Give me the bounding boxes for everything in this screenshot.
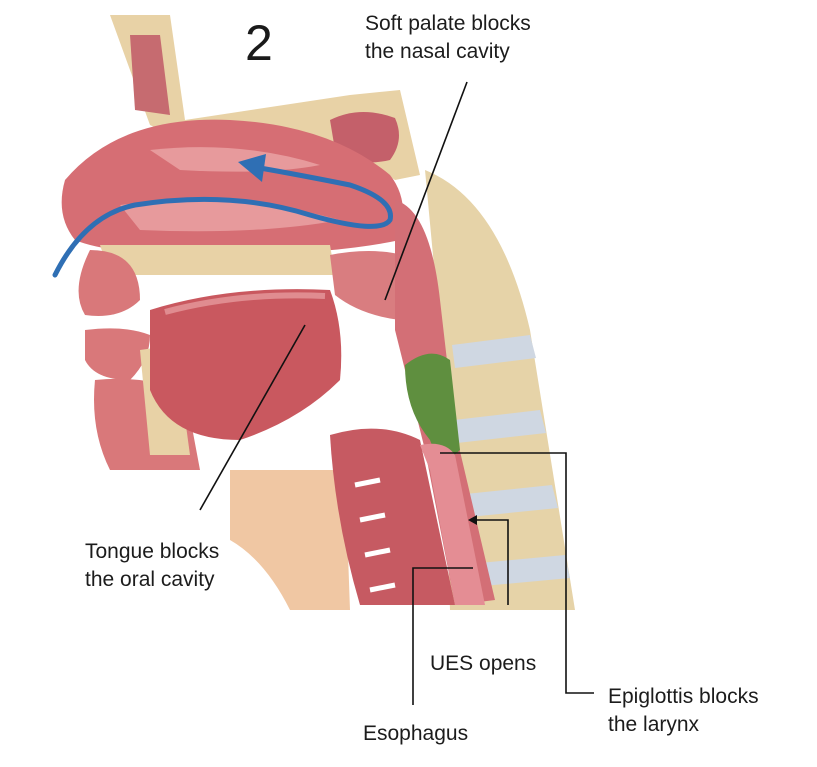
hard-palate bbox=[100, 245, 335, 275]
esophagus-label: Esophagus bbox=[363, 720, 468, 748]
lower-lip bbox=[85, 328, 150, 380]
ues-label-line-1: UES opens bbox=[430, 650, 536, 678]
epiglottis-label-line-1: Epiglottis blocks bbox=[608, 683, 759, 711]
tongue-label: Tongue blocks the oral cavity bbox=[85, 538, 219, 594]
esophagus-label-line-1: Esophagus bbox=[363, 720, 468, 748]
tongue bbox=[150, 289, 341, 440]
soft-palate-label: Soft palate blocks the nasal cavity bbox=[365, 10, 531, 66]
ues-label: UES opens bbox=[430, 650, 536, 678]
step-number: 2 bbox=[245, 15, 273, 71]
neck-skin bbox=[230, 470, 350, 610]
tongue-label-line-2: the oral cavity bbox=[85, 566, 219, 594]
soft-palate-label-line-2: the nasal cavity bbox=[365, 38, 531, 66]
soft-palate-label-line-1: Soft palate blocks bbox=[365, 10, 531, 38]
epiglottis-label: Epiglottis blocks the larynx bbox=[608, 683, 759, 739]
epiglottis-label-line-2: the larynx bbox=[608, 711, 759, 739]
tongue-label-line-1: Tongue blocks bbox=[85, 538, 219, 566]
